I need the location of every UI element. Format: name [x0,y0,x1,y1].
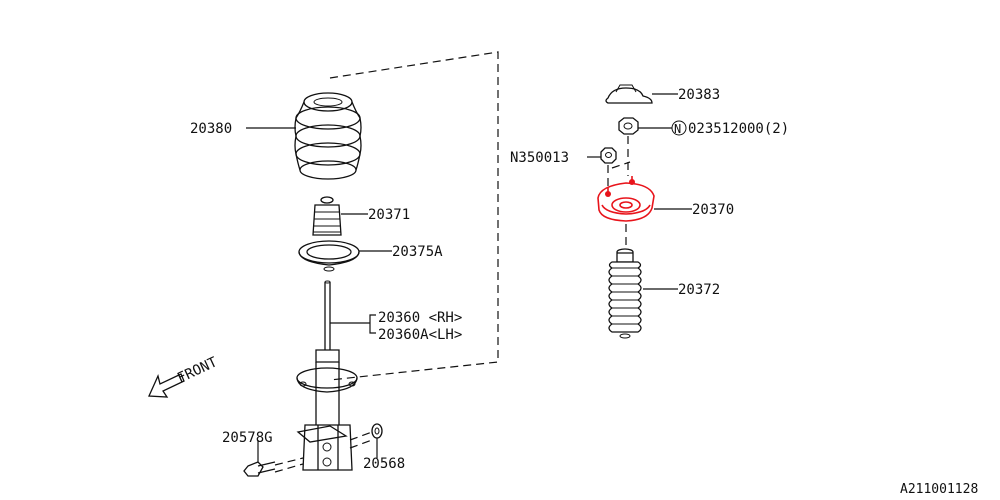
label-front: FRONT [175,354,220,387]
label-nut: 20568 [363,456,405,472]
label-coil-spring: 20380 [190,121,232,137]
label-top-nut-circle: N [674,122,681,136]
small-nut [600,147,617,164]
strut-assembly [296,280,358,471]
nut-dashed-guides [349,431,373,449]
diagram-id: A211001128 [900,482,978,497]
front-arrow-icon [148,373,185,398]
label-top-nut: 023512000(2) [688,121,789,137]
coil-spring [294,92,362,180]
label-bump-stop: 20371 [368,207,410,223]
label-strut-lh: 20360A<LH> [378,327,462,343]
bolt-dashed-guides [274,457,304,473]
label-spring-seat: 20375A [392,244,443,260]
dust-boot [608,248,642,339]
bump-stop [312,196,342,236]
label-dust-boot: 20372 [678,282,720,298]
mount-dashed-guides [607,136,631,188]
top-nut [618,117,639,135]
label-strut-rh: 20360 <RH> [378,310,462,326]
spring-seat [298,240,360,272]
bolt [243,461,276,477]
label-bolt: 20578G [222,430,273,446]
strut-label-bracket [330,314,376,334]
cap [605,84,653,104]
exploded-view-frame [329,51,499,381]
label-cap: 20383 [678,87,720,103]
label-small-nut: N350013 [510,150,569,166]
strut-mount-highlighted [597,176,655,222]
n-circle-icon [671,120,687,136]
label-strut-mount: 20370 [692,202,734,218]
nut [371,423,383,439]
